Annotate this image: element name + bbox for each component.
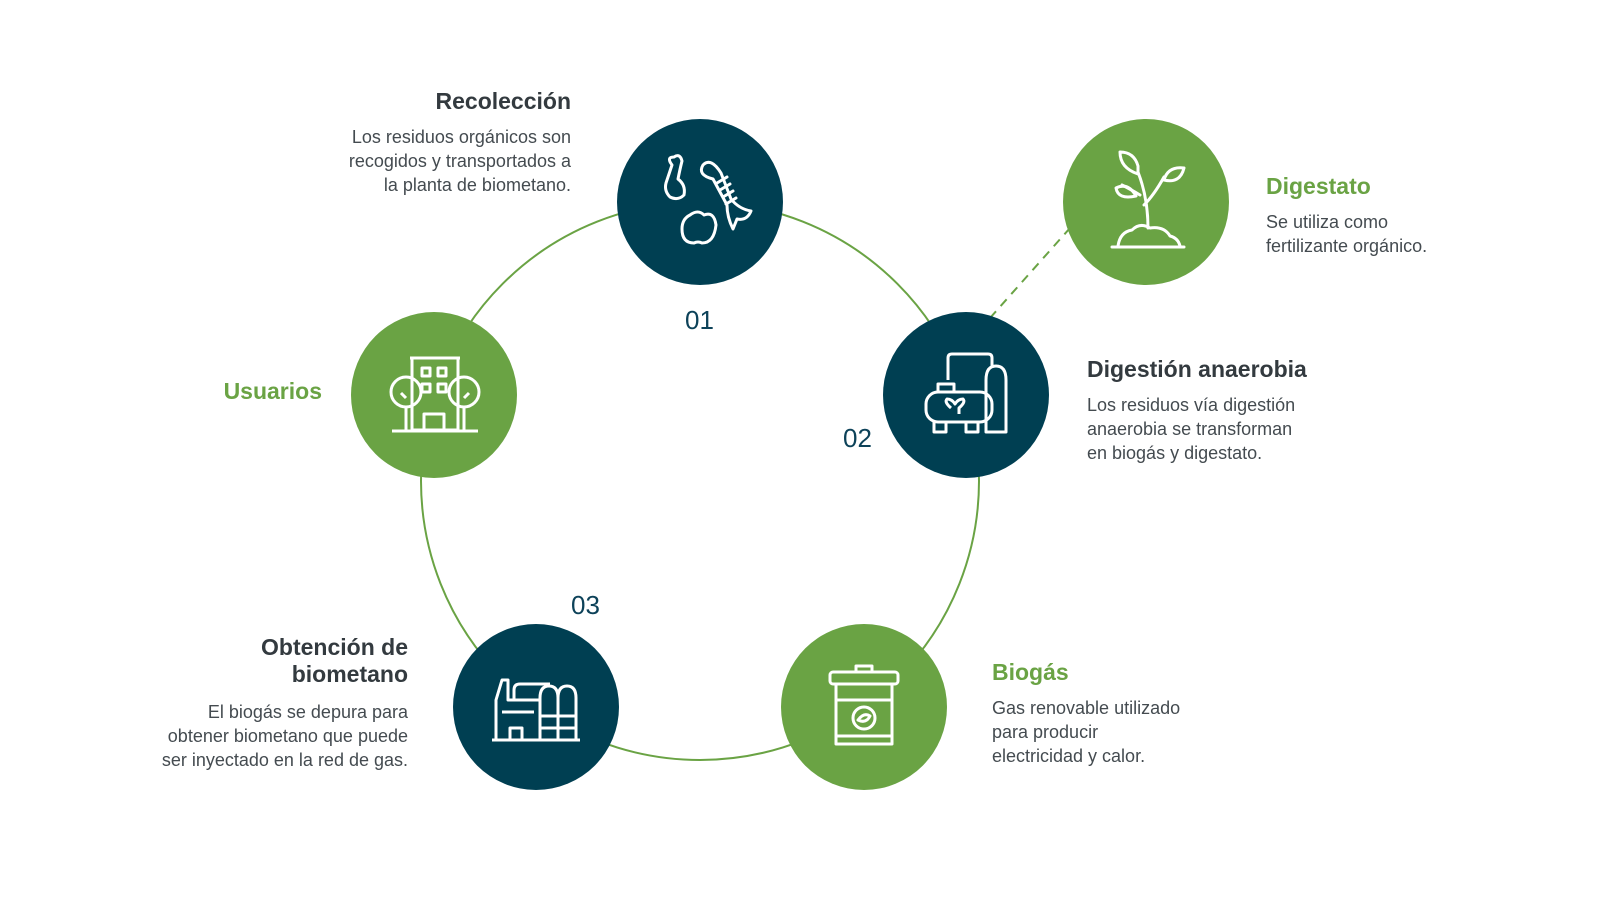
gas-container-icon xyxy=(828,664,900,746)
factory-icon xyxy=(492,678,580,742)
desc-line: para producir xyxy=(992,722,1099,742)
obtencion-title-line: biometano xyxy=(291,661,408,687)
digestato-text: Digestato Se utiliza como fertilizante o… xyxy=(1266,173,1427,258)
desc-line: El biogás se depura para xyxy=(207,702,408,722)
desc-line: Se utiliza como xyxy=(1266,212,1389,232)
recoleccion-title: Recolección xyxy=(435,88,572,114)
desc-line: Los residuos orgánicos son xyxy=(351,127,571,147)
city-building-icon xyxy=(389,356,481,433)
biogas-text: Biogás Gas renovable utilizado para prod… xyxy=(992,659,1180,768)
node-biogas xyxy=(781,624,947,790)
biogas-title: Biogás xyxy=(992,659,1069,685)
node-usuarios xyxy=(351,312,517,478)
digestion-title: Digestión anaerobia xyxy=(1087,356,1307,382)
desc-line: la planta de biometano. xyxy=(383,175,571,195)
desc-line: Los residuos vía digestión xyxy=(1087,395,1296,415)
desc-line: anaerobia se transforman xyxy=(1087,419,1293,439)
usuarios-title: Usuarios xyxy=(223,378,322,404)
obtencion-text: Obtención de biometano xyxy=(261,634,408,688)
digester-icon xyxy=(924,352,1008,434)
obtencion-desc: El biogás se depura para obtener biometa… xyxy=(162,690,408,772)
desc-line: fertilizante orgánico. xyxy=(1266,236,1428,256)
desc-line: en biogás y digestato. xyxy=(1087,443,1263,463)
plant-icon xyxy=(1110,150,1186,249)
node-digestion xyxy=(883,312,1049,478)
step-number-03: 03 xyxy=(571,590,600,620)
organic-waste-icon xyxy=(664,154,753,245)
step-number-01: 01 xyxy=(685,305,714,335)
desc-line: ser inyectado en la red de gas. xyxy=(161,750,408,770)
digestato-title: Digestato xyxy=(1266,173,1371,199)
digestion-text: Digestión anaerobia Los residuos vía dig… xyxy=(1087,356,1307,465)
desc-line: electricidad y calor. xyxy=(992,746,1146,766)
desc-line: Gas renovable utilizado xyxy=(992,698,1181,718)
desc-line: recogidos y transportados a xyxy=(348,151,571,171)
node-digestato xyxy=(1063,119,1229,285)
obtencion-title-line: Obtención de xyxy=(261,634,408,660)
desc-line: obtener biometano que puede xyxy=(167,726,408,746)
usuarios-text: Usuarios xyxy=(224,378,322,405)
node-recoleccion xyxy=(617,119,783,285)
node-obtencion xyxy=(453,624,619,790)
dashed-connector xyxy=(989,227,1071,319)
step-number-02: 02 xyxy=(843,423,872,453)
recoleccion-text: Recolección Los residuos orgánicos son r… xyxy=(349,88,571,197)
